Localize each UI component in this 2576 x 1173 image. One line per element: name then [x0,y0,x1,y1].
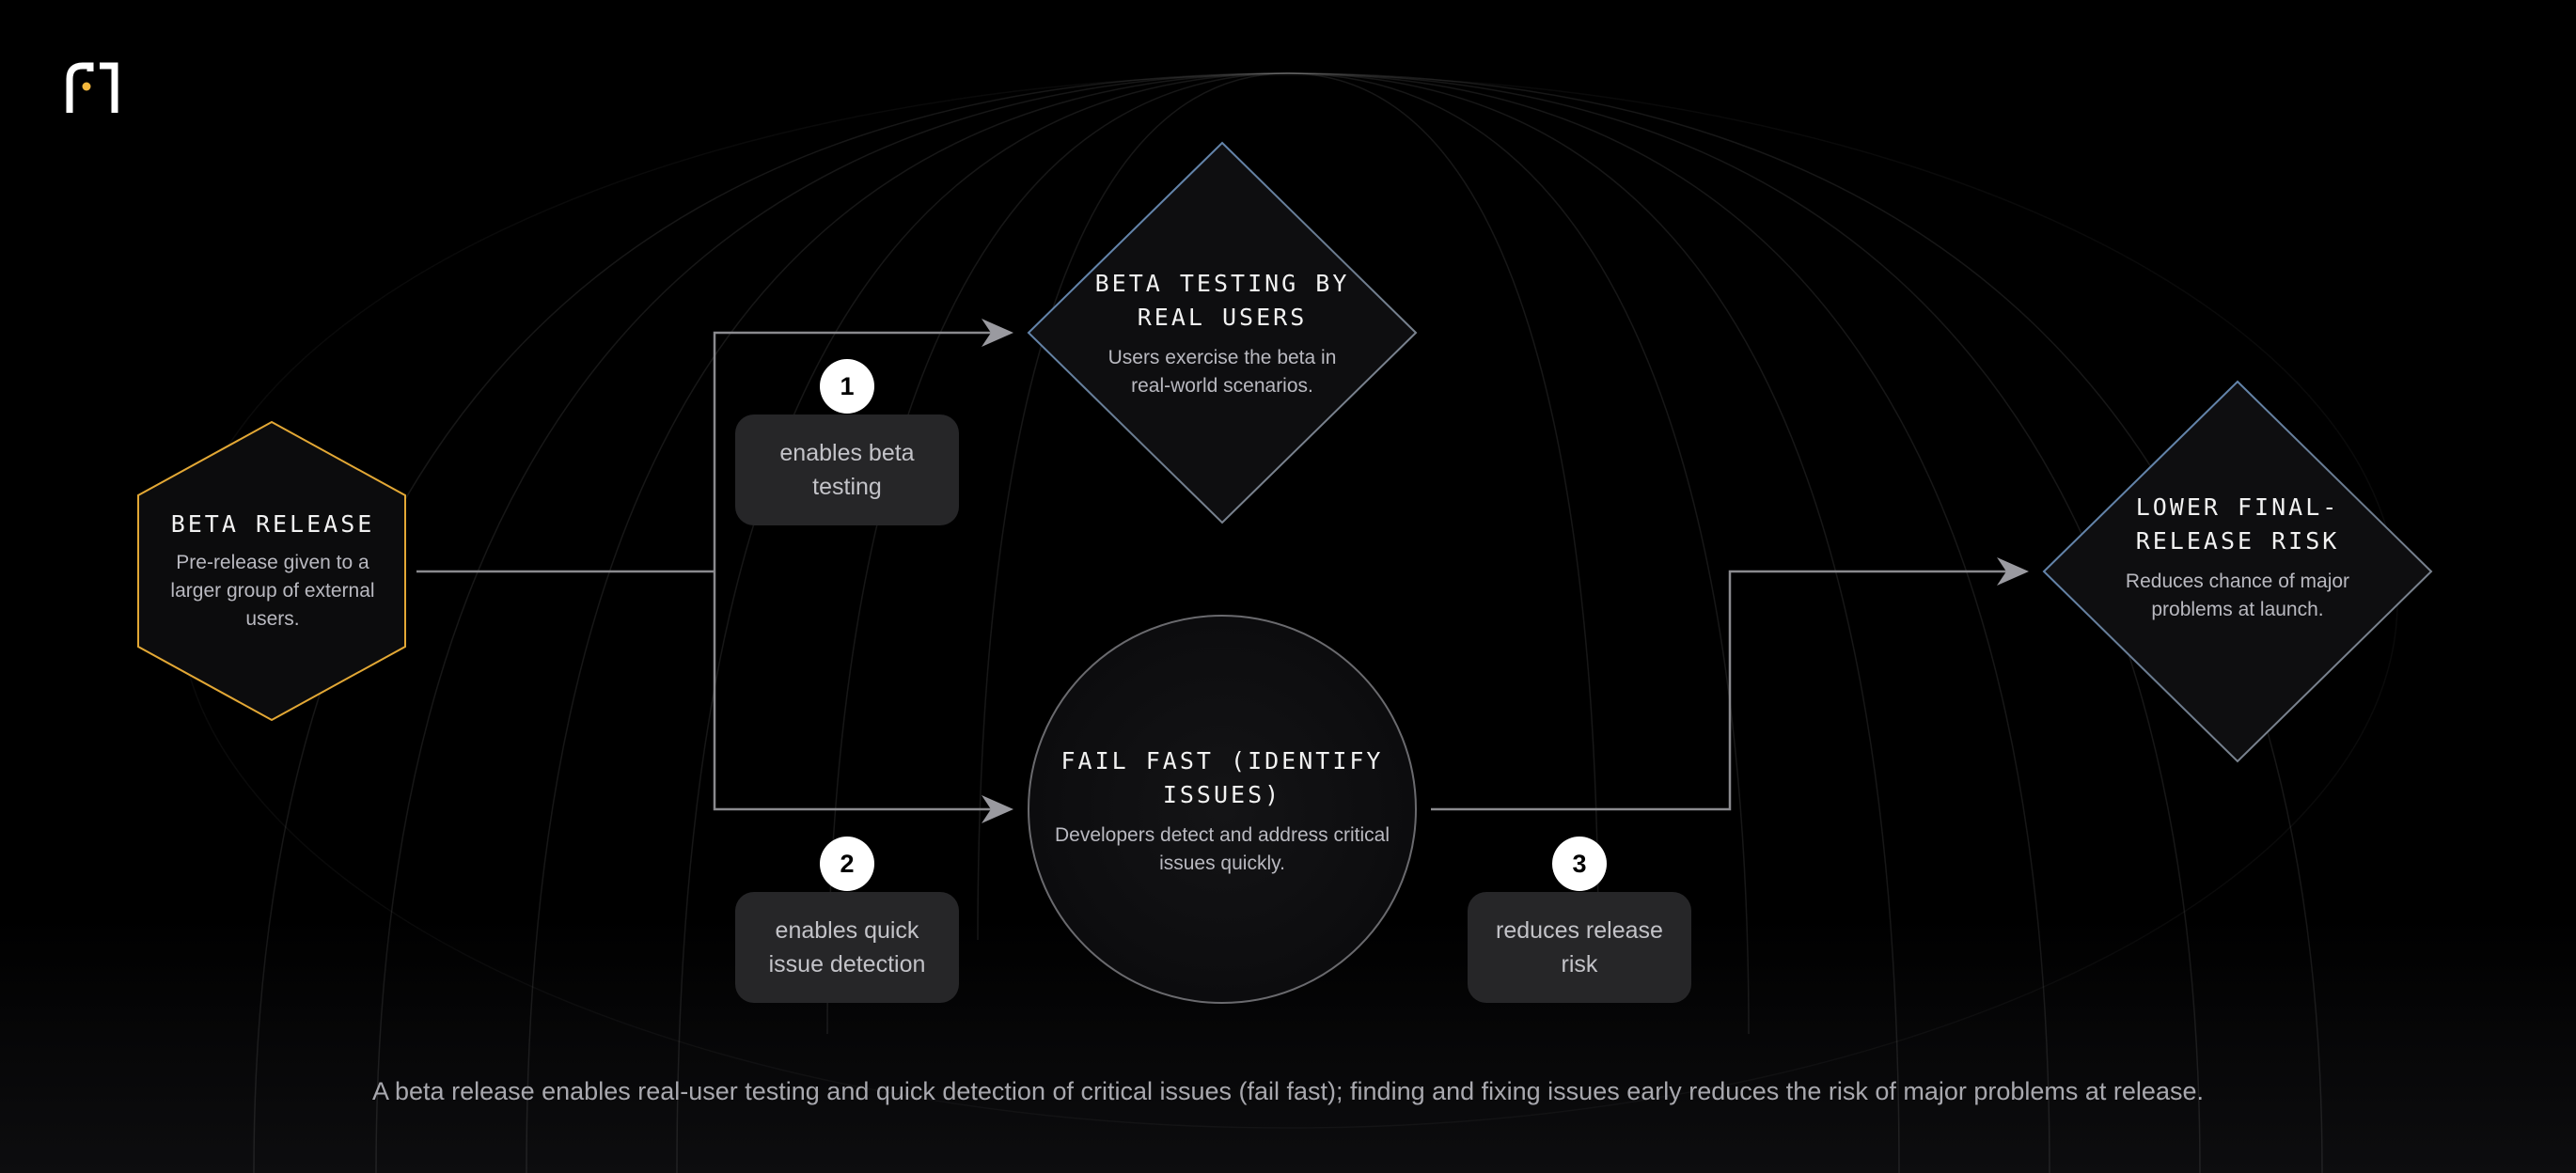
edge-3-line [1431,570,2014,811]
diagram-caption: A beta release enables real-user testing… [372,1077,2204,1105]
edge-2-line [713,571,998,811]
lower-risk-desc: Reduces chance of major problems at laun… [2125,571,2350,620]
edge-3-number-badge: 3 [1552,837,1607,891]
edge-1-arrowhead [982,319,1013,347]
beta-testing-desc: Users exercise the beta in real-world sc… [1107,347,1337,397]
beta-release-title: BETA RELEASE [170,510,375,538]
edge-1-number-badge: 1 [820,359,874,414]
edge-2-number-badge: 2 [820,837,874,891]
edge-3-arrowhead [1997,557,2029,586]
brand-logo-icon [66,62,118,113]
beta-release-desc: Pre-release given to a larger group of e… [170,552,375,630]
beta-release-node: BETA RELEASE Pre-release given to a larg… [149,508,396,633]
beta-testing-title: BETA TESTING BY REAL USERS [1094,270,1350,331]
lower-risk-node: LOWER FINAL-RELEASE RISK Reduces chance … [2121,491,2354,624]
edge-1-line [713,331,998,571]
edge-1-label: enables beta testing [735,414,959,525]
beta-testing-diamond [1027,141,1418,524]
edge-2-arrowhead [982,795,1013,823]
fail-fast-desc: Developers detect and address critical i… [1054,824,1390,874]
lower-risk-title: LOWER FINAL-RELEASE RISK [2135,493,2340,555]
fail-fast-circle [1028,615,1417,1004]
edge-2-label: enables quick issue detection [735,892,959,1003]
beta-release-hexagon [137,420,406,722]
fail-fast-title: FAIL FAST (IDENTIFY ISSUES) [1060,747,1384,808]
edge-3-label: reduces release risk [1468,892,1691,1003]
fail-fast-node: FAIL FAST (IDENTIFY ISSUES) Developers d… [1053,744,1391,878]
lower-risk-diamond [2042,380,2433,763]
beta-testing-node: BETA TESTING BY REAL USERS Users exercis… [1086,267,1359,400]
